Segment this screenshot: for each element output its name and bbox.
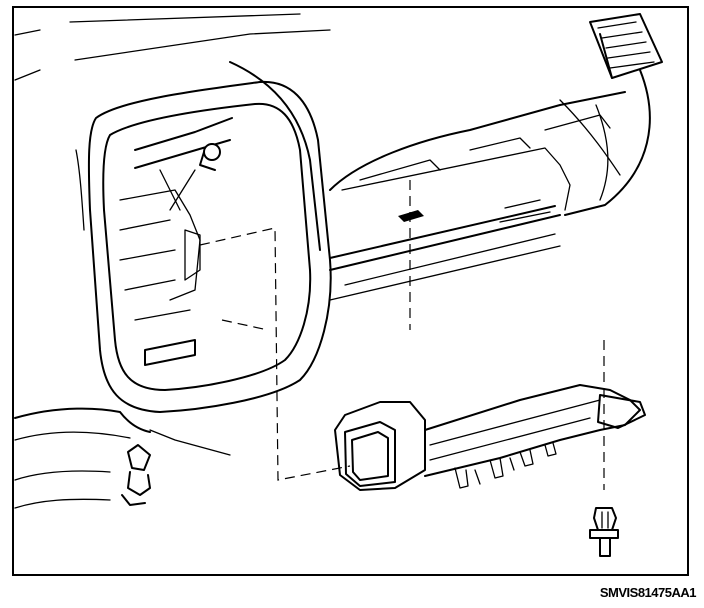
hvac-module — [119, 117, 233, 366]
dashboard-upper-contours — [14, 13, 331, 251]
push-pin-fastener — [589, 507, 619, 557]
air-duct — [334, 384, 646, 491]
dash-opening — [75, 80, 332, 413]
lower-left-dash — [14, 407, 231, 509]
hvac-outlet — [589, 13, 663, 79]
instrument-panel-trim — [329, 69, 651, 301]
leader-lines — [199, 180, 605, 490]
figure-id-label: SMVIS81475AA1 — [599, 585, 697, 600]
